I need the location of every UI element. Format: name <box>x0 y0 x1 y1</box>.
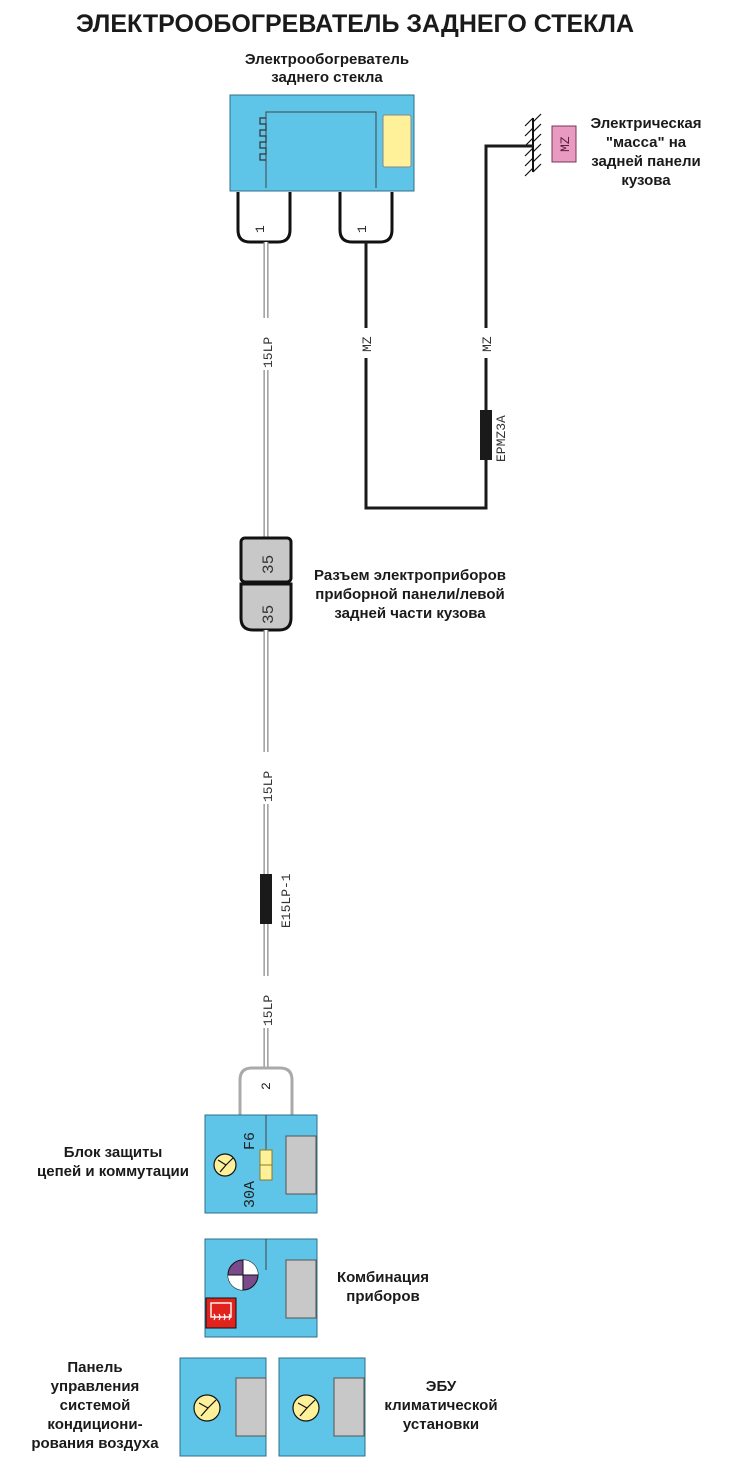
ground-label-line1: Электрическая <box>590 115 701 132</box>
climate-ecu-label-line3: установки <box>403 1416 479 1433</box>
ac-panel-label-line2: управления <box>51 1378 140 1395</box>
mz-wire <box>364 144 533 510</box>
ground-splice <box>480 410 492 460</box>
heating-element-icon <box>259 117 267 161</box>
climate-ecu-component <box>278 1357 366 1457</box>
indicator-lamp-icon <box>227 1259 259 1291</box>
ground-symbol <box>524 113 542 177</box>
ac-panel-label-line5: рования воздуха <box>31 1435 159 1452</box>
ac-panel-label-line1: Панель <box>67 1359 122 1376</box>
lp-splice <box>260 874 272 924</box>
connector-label-line1: Разъем электроприборов <box>314 567 506 584</box>
ground-label-line2: "масса" на <box>606 134 687 151</box>
fusebox-connector-pad <box>285 1135 317 1195</box>
lp-wire-label-bg-3 <box>257 976 275 1028</box>
fusebox-pin-label: 2 <box>259 1082 274 1090</box>
climate-ecu-label-line1: ЭБУ <box>426 1378 457 1395</box>
page-title: ЭЛЕКТРООБОГРЕВАТЕЛЬ ЗАДНЕГО СТЕКЛА <box>76 10 634 38</box>
mz-wire-label-bg-2 <box>478 328 494 358</box>
connector-35: 35 35 <box>239 536 293 632</box>
connector-pin-top: 35 <box>260 555 278 574</box>
lp-splice-label: E15LP-1 <box>279 873 294 928</box>
climate-ecu-label-line2: климатической <box>384 1397 497 1414</box>
connector-top-half <box>239 536 293 584</box>
connector-label-line3: задней части кузова <box>334 605 486 622</box>
heater-pin-right-label: 1 <box>355 225 370 233</box>
instrument-cluster-connector-pad <box>285 1259 317 1319</box>
lp-wire-label-2: 15LP <box>261 771 276 802</box>
instrument-cluster-label-line1: Комбинация <box>337 1269 429 1286</box>
heater-yellow-pad <box>382 114 412 168</box>
ground-mz-badge-label: MZ <box>558 136 573 152</box>
ac-panel-connector-pad <box>235 1377 267 1437</box>
ground-label-line3: задней панели <box>591 153 700 170</box>
heater-pin-right: 1 <box>338 192 394 244</box>
ground-splice-label: EPMZ3A <box>494 415 509 462</box>
lp-wire-label-bg-2 <box>257 752 275 804</box>
fusebox-label-line1: Блок защиты <box>64 1144 163 1161</box>
ac-panel-label-line4: кондициони- <box>47 1416 142 1433</box>
fusebox-component: F6 30A <box>204 1114 318 1214</box>
connector-pin-bottom: 35 <box>260 605 278 624</box>
ac-panel-component <box>179 1357 267 1457</box>
heater-component <box>229 94 415 192</box>
ac-panel-label-line3: системой <box>60 1397 131 1414</box>
fuse-rating: 30A <box>242 1181 259 1208</box>
instrument-cluster-label-line2: приборов <box>346 1288 419 1305</box>
climate-ecu-connector-pad <box>333 1377 365 1437</box>
ground-label-line4: кузова <box>621 172 671 189</box>
heater-label-line1: Электрообогреватель <box>245 51 409 68</box>
connector-bottom-half <box>239 582 293 632</box>
fusebox-label-line2: цепей и коммутации <box>37 1163 189 1180</box>
mz-wire-label-2: MZ <box>480 336 495 352</box>
mz-wire-label-bg-1 <box>358 328 374 358</box>
fusebox-pin: 2 <box>238 1066 294 1115</box>
heater-pin-left: 1 <box>236 192 292 244</box>
rear-defrost-warning-icon <box>205 1297 237 1329</box>
connector-label-line2: приборной панели/левой <box>315 586 504 603</box>
lp-wire-label-1: 15LP <box>261 337 276 368</box>
heater-pin-left-label: 1 <box>253 225 268 233</box>
instrument-cluster-component <box>204 1238 318 1338</box>
fuse-label: F6 <box>242 1132 259 1150</box>
ground-mz-badge: MZ <box>551 125 577 163</box>
mz-wire-label-1: MZ <box>360 336 375 352</box>
lp-wire-label-bg-1 <box>257 318 275 370</box>
heater-label-line2: заднего стекла <box>271 69 383 86</box>
lp-wire-label-3: 15LP <box>261 995 276 1026</box>
